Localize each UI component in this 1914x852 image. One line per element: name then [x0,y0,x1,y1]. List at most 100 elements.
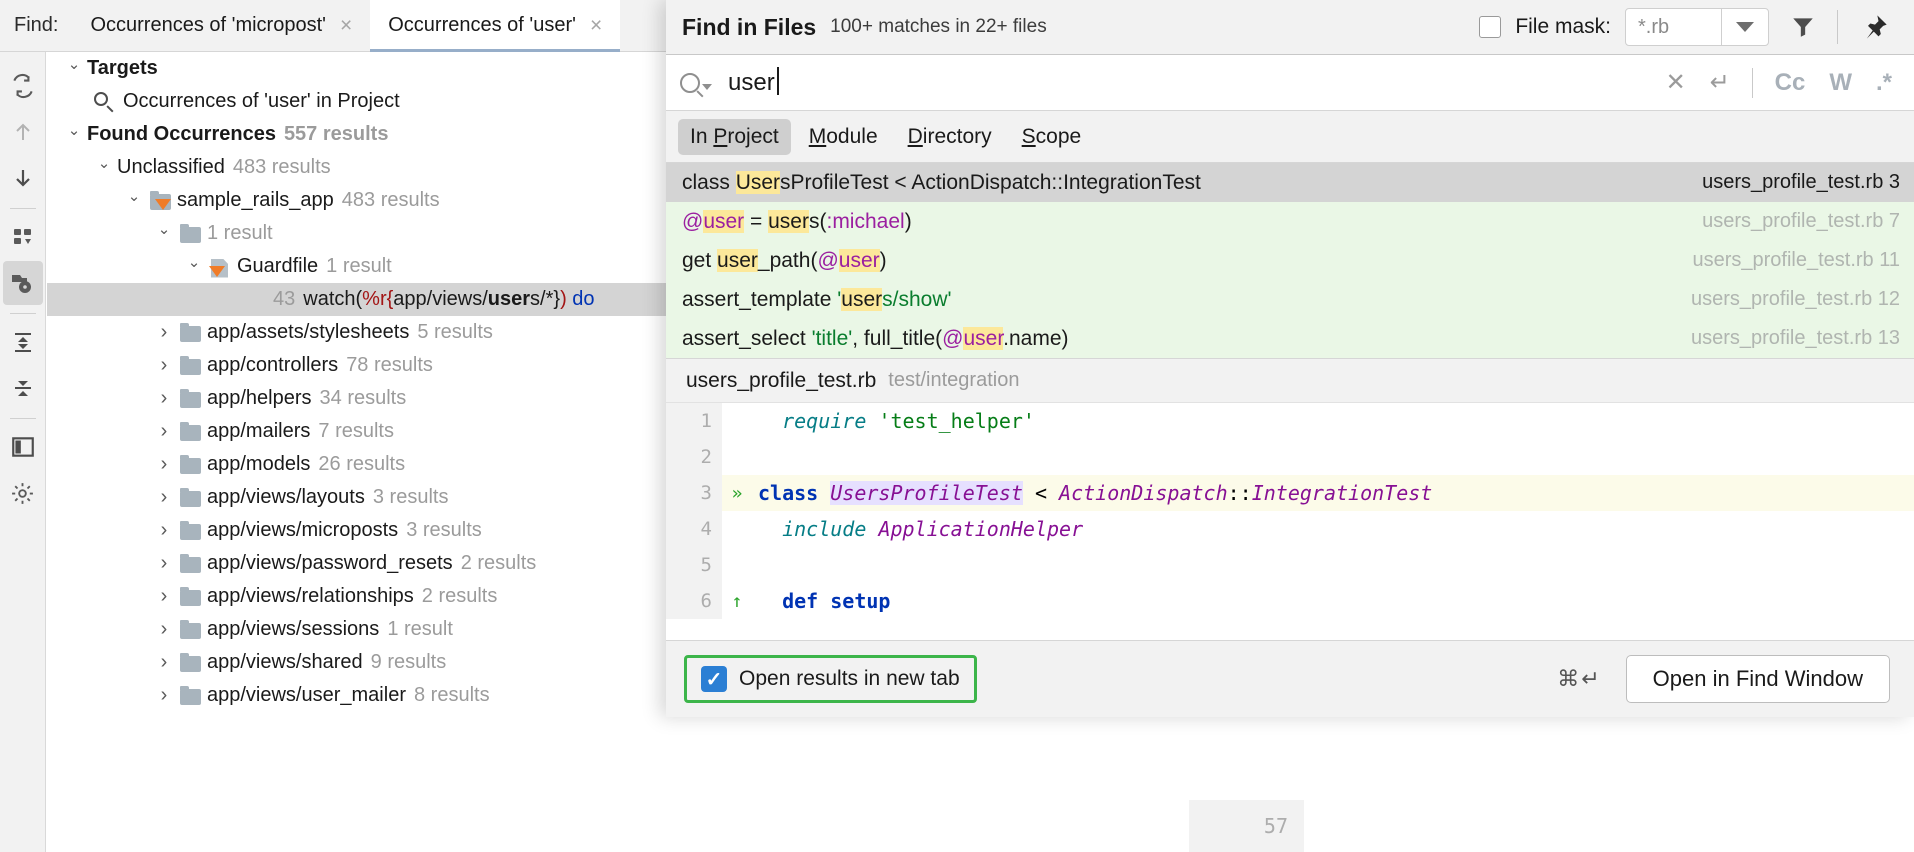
scope-tab-module[interactable]: Module [808,124,878,148]
folder-icon [177,388,203,409]
line-number: 4 [666,511,722,547]
tree-node-unclassified[interactable]: Unclassified 483 results [47,151,666,184]
filter-folder-icon[interactable] [2,261,43,305]
chevron-right-icon[interactable] [151,519,177,542]
search-result-row[interactable]: class UsersProfileTest < ActionDispatch:… [666,163,1914,202]
chevron-right-icon[interactable] [151,585,177,608]
close-icon[interactable]: × [339,14,353,37]
next-occurrence-icon[interactable] [3,156,43,200]
chevron-down-icon[interactable] [1722,9,1768,45]
tab-occurrences-micropost[interactable]: Occurrences of 'micropost' × [72,0,370,52]
tree-node-project[interactable]: sample_rails_app 483 results [47,184,666,217]
chevron-down-icon[interactable] [91,159,117,177]
tree-node-targets[interactable]: Targets [47,52,666,85]
scope-tab-directory[interactable]: Directory [907,124,992,148]
preview-code-line[interactable]: 6↑ def setup [666,583,1914,619]
tree-node-target-item[interactable]: Occurrences of 'user' in Project [47,85,666,118]
preview-code-line[interactable]: 1 require 'test_helper' [666,403,1914,439]
toolbar-divider [9,208,36,209]
group-by-icon[interactable] [3,215,43,259]
checkmark-icon[interactable]: ✓ [701,666,727,692]
folder-icon [177,520,203,541]
preview-code-line[interactable]: 3»class UsersProfileTest < ActionDispatc… [666,475,1914,511]
tab-occurrences-user[interactable]: Occurrences of 'user' × [370,0,621,52]
chevron-right-icon[interactable] [151,420,177,443]
match-summary: 100+ matches in 22+ files [830,16,1047,37]
preview-code-line[interactable]: 4 include ApplicationHelper [666,511,1914,547]
chevron-down-icon[interactable] [151,225,177,243]
rerun-search-icon[interactable] [3,64,43,108]
chevron-down-icon[interactable] [181,258,207,276]
chevron-right-icon[interactable] [151,486,177,509]
match-case-toggle[interactable]: Cc [1774,68,1806,96]
tree-node-match-line[interactable]: 43 watch(%r{app/views/users/*}) do [47,283,666,316]
scope-tab-scope[interactable]: Scope [1021,124,1082,148]
chevron-down-icon[interactable] [61,60,87,78]
open-in-find-window-button[interactable]: Open in Find Window [1625,655,1890,703]
tree-node-root-dir[interactable]: 1 result [47,217,666,250]
chevron-right-icon[interactable] [151,387,177,410]
search-icon[interactable] [680,72,720,93]
multiline-toggle-icon[interactable]: ↵ [1709,69,1730,96]
file-mask-checkbox[interactable] [1479,16,1502,38]
clear-search-icon[interactable]: ✕ [1665,69,1686,96]
tree-node-guardfile[interactable]: Guardfile 1 result [47,250,666,283]
match-code: watch(%r{app/views/users/*}) do [303,288,595,310]
line-number: 3 [666,475,722,511]
whole-words-toggle[interactable]: W [1829,68,1852,96]
search-result-row[interactable]: @user = users(:michael)users_profile_tes… [666,202,1914,241]
search-results-tree[interactable]: Targets Occurrences of 'user' in Project… [47,52,666,852]
expand-all-icon[interactable] [3,320,43,364]
chevron-right-icon[interactable] [151,684,177,707]
folder-label: app/controllers [207,354,339,376]
chevron-right-icon[interactable] [151,618,177,641]
tree-node-found-occurrences[interactable]: Found Occurrences 557 results [47,118,666,151]
chevron-down-icon[interactable] [121,192,147,210]
file-mask-value[interactable]: *.rb [1626,9,1722,45]
close-icon[interactable]: × [589,14,603,37]
chevron-right-icon[interactable] [151,354,177,377]
preview-panel-icon[interactable] [3,425,43,469]
search-result-row[interactable]: assert_template 'users/show'users_profil… [666,280,1914,319]
filter-icon[interactable] [1783,14,1823,40]
preview-code-line[interactable]: 2 [666,439,1914,475]
folder-icon [177,322,203,343]
chevron-right-icon[interactable] [151,453,177,476]
chevron-down-icon[interactable] [61,126,87,144]
chevron-right-icon[interactable] [151,552,177,575]
search-result-row[interactable]: get user_path(@user)users_profile_test.r… [666,241,1914,280]
search-results-list[interactable]: class UsersProfileTest < ActionDispatch:… [666,163,1914,358]
file-mask-combo[interactable]: *.rb [1625,8,1769,46]
search-field-row[interactable]: user ✕ ↵ Cc W .* [666,55,1914,111]
chevron-right-icon[interactable] [151,321,177,344]
pin-icon[interactable] [1852,13,1898,41]
search-result-row[interactable]: assert_select 'title', full_title(@user.… [666,319,1914,358]
search-input[interactable]: user [720,66,779,97]
previous-occurrence-icon[interactable] [3,110,43,154]
preview-code-line[interactable]: 5 [666,547,1914,583]
run-gutter-icon[interactable]: ↑ [731,590,743,612]
result-code-snippet: assert_select 'title', full_title(@user.… [682,326,1069,350]
run-gutter-icon[interactable]: » [731,482,743,504]
scope-tab-in-project[interactable]: In Project [678,118,791,155]
collapse-all-icon[interactable] [3,366,43,410]
open-results-new-tab-checkbox[interactable]: ✓ Open results in new tab [684,655,977,703]
settings-gear-icon[interactable] [3,471,43,515]
result-code-snippet: get user_path(@user) [682,248,887,272]
preview-file-path: test/integration [888,369,1020,391]
regex-toggle[interactable]: .* [1875,68,1892,96]
chevron-right-icon[interactable] [151,651,177,674]
